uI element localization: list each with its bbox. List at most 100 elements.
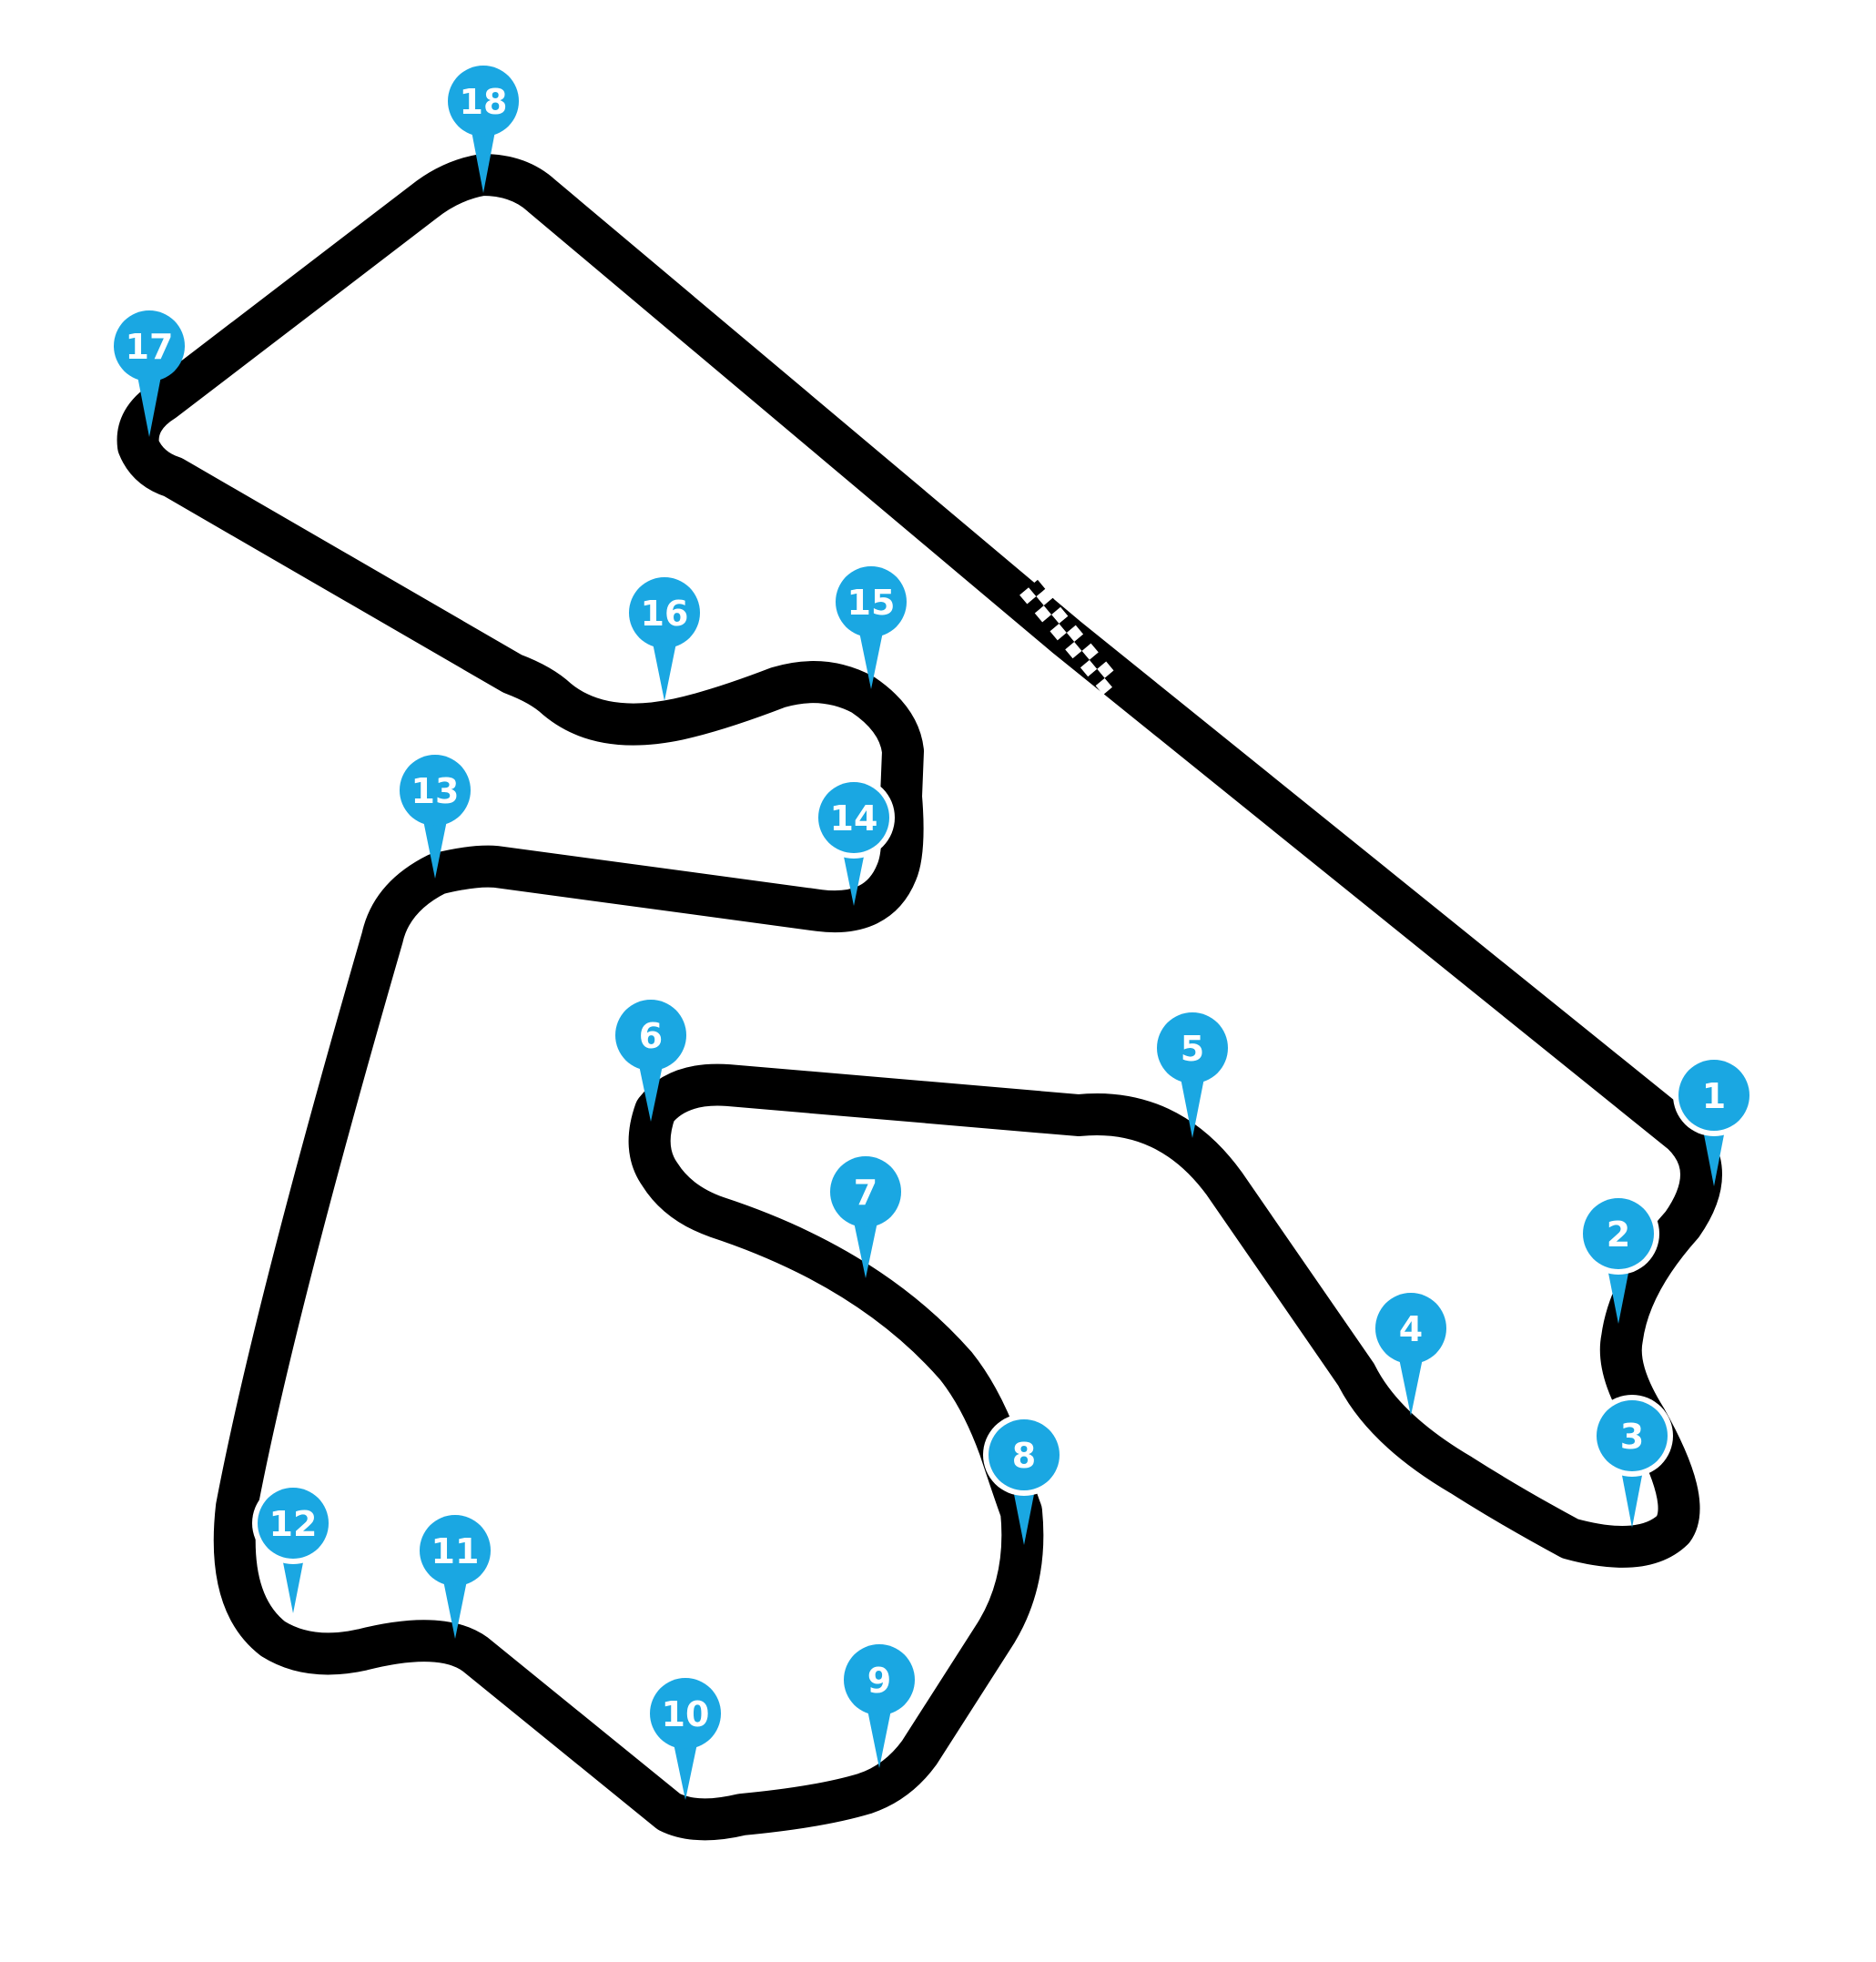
turn-marker-head [258,1488,329,1559]
turn-number-label: 7 [854,1173,877,1213]
turn-marker-1: 1 [1673,1054,1755,1186]
checkered-square [1080,659,1098,677]
turn-marker-head [615,1000,686,1071]
turn-marker-head [1583,1198,1654,1269]
turn-marker-15: 15 [836,566,907,689]
turn-number-label: 5 [1181,1029,1204,1069]
turn-marker-head [818,782,889,853]
turn-marker-pointer [1181,1078,1204,1138]
turn-number-label: 6 [639,1016,663,1056]
turn-marker-head [830,1156,901,1227]
turn-number-label: 16 [641,594,689,634]
turn-marker-head [629,577,700,648]
checkered-square [1081,643,1099,660]
checkered-square [1043,597,1061,615]
checkered-square [1019,587,1037,605]
turn-marker-2: 2 [1577,1193,1659,1324]
turn-marker-18: 18 [448,66,519,193]
checkered-square [1057,633,1075,650]
turn-marker-6: 6 [615,1000,686,1122]
checkered-square [1051,606,1069,625]
turn-marker-12: 12 [252,1482,334,1613]
checkered-square [1089,652,1107,669]
turn-marker-16: 16 [629,577,700,701]
checkered-square [1066,625,1084,642]
circuit-track [117,154,1722,1841]
turn-marker-4: 4 [1375,1293,1446,1416]
checkered-square [1097,661,1114,678]
turn-marker-pointer [867,1710,891,1768]
turn-marker-head [400,755,471,826]
turn-marker-head [1157,1012,1228,1083]
turn-number-label: 17 [126,327,174,367]
track-layer [117,154,1722,1841]
checkered-square [1095,677,1112,696]
turn-marker-pointer [1620,1466,1644,1528]
turn-marker-pointer [472,131,495,193]
turn-number-label: 2 [1607,1215,1630,1255]
turn-marker-head [650,1678,721,1749]
checkered-square [1065,641,1082,659]
turn-marker-pointer [653,643,676,701]
turn-marker-pointer [1607,1264,1630,1324]
turn-number-label: 13 [411,771,460,811]
checkered-square [1042,615,1060,632]
turn-number-label: 15 [847,583,896,623]
turn-number-label: 18 [460,82,508,122]
turn-number-label: 11 [431,1531,480,1571]
turn-marker-head [989,1419,1060,1490]
turn-marker-9: 9 [844,1644,915,1768]
turn-number-label: 8 [1012,1436,1036,1476]
turn-marker-pointer [1702,1125,1726,1186]
turn-marker-head [448,66,519,137]
turn-marker-3: 3 [1591,1395,1673,1528]
turn-marker-8: 8 [983,1414,1065,1545]
turn-marker-head [420,1515,491,1586]
turn-number-label: 9 [867,1661,891,1701]
turn-marker-pointer [639,1065,663,1122]
checkered-flag-icon [1019,579,1121,696]
turn-marker-pointer [859,632,883,689]
turn-marker-head [844,1644,915,1715]
turn-marker-head [1597,1400,1668,1471]
checkered-square [1072,650,1090,668]
turn-number-label: 10 [662,1694,710,1734]
turn-number-label: 14 [830,798,878,839]
turn-marker-14: 14 [813,777,895,906]
turn-marker-pointer [1012,1485,1036,1545]
checkered-square [1088,668,1105,686]
checkered-square [1036,588,1053,606]
checkered-strip [1019,579,1121,696]
turn-marker-17: 17 [114,310,185,437]
turn-marker-head [114,310,185,381]
turn-marker-pointer [842,848,866,906]
turn-marker-pointer [1399,1358,1423,1416]
checkered-square [1104,670,1121,687]
turn-marker-head [1375,1293,1446,1364]
turn-marker-10: 10 [650,1678,721,1800]
turn-number-label: 4 [1399,1309,1423,1349]
turn-marker-head [836,566,907,637]
turn-number-label: 3 [1620,1417,1644,1457]
checkered-square [1034,605,1052,623]
checkered-square [1050,624,1067,641]
turn-marker-pointer [137,376,161,437]
turn-marker-pointer [854,1222,877,1278]
turn-marker-11: 11 [420,1515,491,1639]
checkered-square [1059,615,1076,634]
turn-marker-13: 13 [400,755,471,879]
turn-marker-5: 5 [1157,1012,1228,1138]
turn-marker-pointer [443,1581,467,1639]
turn-number-label: 1 [1702,1076,1726,1116]
checkered-square [1074,634,1091,651]
turn-marker-head [1678,1060,1749,1131]
checkered-square [1027,596,1044,614]
turn-number-label: 12 [269,1504,318,1544]
turn-marker-pointer [674,1743,697,1800]
checkered-square [1029,579,1046,597]
turn-marker-pointer [281,1553,305,1613]
turn-marker-pointer [423,820,447,879]
